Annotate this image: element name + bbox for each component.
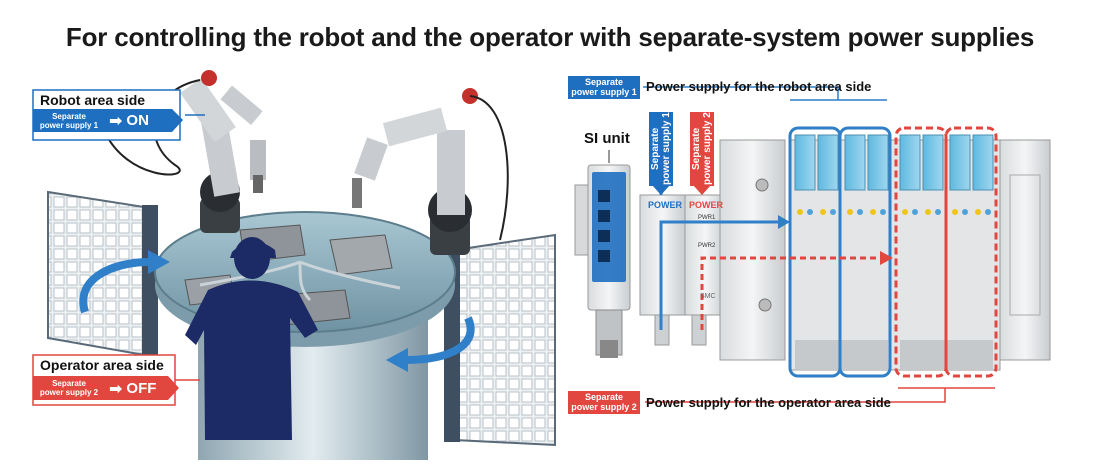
- end-plate-left: [719, 139, 786, 361]
- power-label-1: POWER: [648, 200, 683, 210]
- valve-manifold-diagram: [574, 86, 1051, 403]
- robot-supply-label: Separate power supply 1: [39, 111, 99, 130]
- valve-stations: [789, 134, 1001, 371]
- operator-supply-state: OFF: [126, 379, 157, 397]
- operator-valve-group-1: [894, 126, 948, 378]
- operator-area-title: Operator area side: [40, 357, 164, 373]
- right-robot: [352, 88, 509, 255]
- right-arrow-icon: ➡: [109, 378, 123, 398]
- top-supply-tag: Separate power supply 1: [568, 76, 640, 99]
- operator-supply-status: Separate power supply 2 ➡ OFF: [33, 376, 157, 400]
- page-title: For controlling the robot and the operat…: [65, 22, 1035, 52]
- operator-silhouette: [185, 237, 318, 440]
- operator-supply-label: Separate power supply 2: [39, 379, 99, 397]
- rotation-arrow-left: [79, 258, 151, 314]
- pwr1-label: PWR1: [698, 215, 716, 221]
- si-unit-label: SI unit: [584, 130, 630, 147]
- power-flow-2: [700, 256, 880, 330]
- robot-supply-state: ON: [126, 112, 149, 129]
- bottom-supply-tag: Separate power supply 2: [568, 391, 640, 414]
- top-supply-label: Power supply for the robot area side: [646, 79, 872, 94]
- robot-cell-illustration: [47, 70, 556, 460]
- brand-label: SMC: [700, 293, 716, 300]
- robot-supply-status: Separate power supply 1 ➡ ON: [33, 109, 149, 132]
- left-robot: [99, 70, 266, 233]
- pwr2-label: PWR2: [698, 243, 716, 249]
- operator-valve-group-2: [944, 126, 998, 378]
- right-arrow-icon: ➡: [109, 111, 123, 130]
- rotation-arrow-right: [404, 316, 475, 364]
- left-fence-post: [142, 205, 158, 355]
- bottom-supply-label: Power supply for the operator area side: [646, 395, 891, 410]
- end-plate-right: [999, 139, 1051, 361]
- vertical-supply-tab-2: Separate power supply 2: [690, 112, 714, 186]
- fixture-2: [329, 234, 393, 276]
- robot-valve-group-2: [838, 126, 892, 378]
- robot-area-title: Robot area side: [40, 92, 146, 108]
- vertical-supply-tab-1: Separate power supply 1: [649, 112, 673, 186]
- power-label-2: POWER: [689, 200, 724, 210]
